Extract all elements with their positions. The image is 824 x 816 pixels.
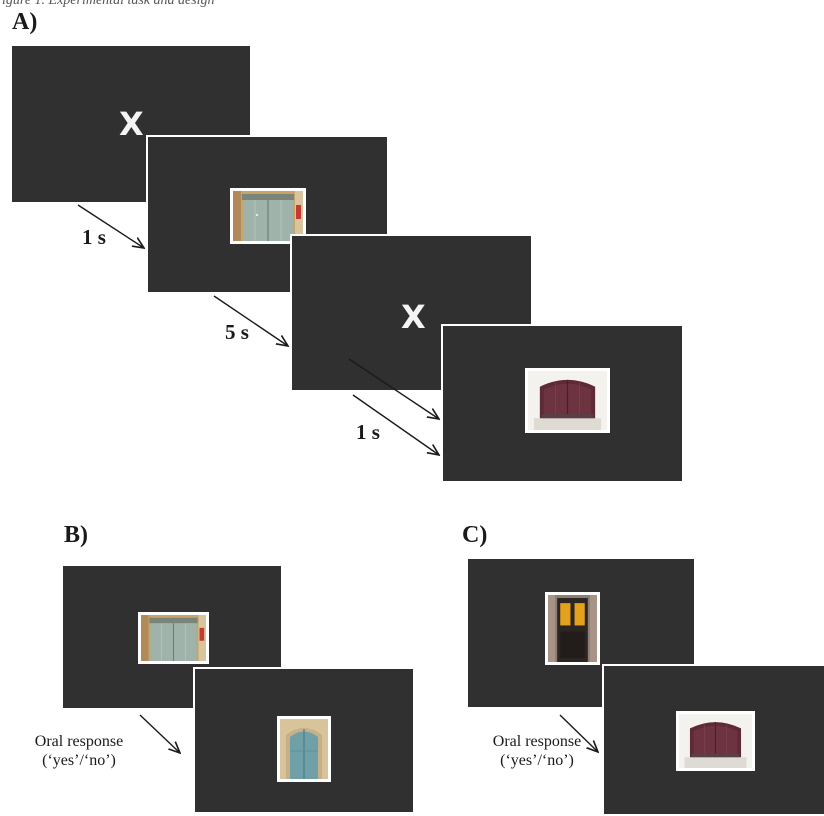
response-label-b: Oral response (‘yes’/‘no’)	[14, 732, 144, 770]
caption-fragment: igure 1. Experimental task and design	[2, 0, 215, 8]
stimulus-image-garage-door	[138, 612, 209, 664]
response-text-c: Oral response	[492, 733, 582, 750]
screen-fixation-1: X	[10, 44, 252, 204]
timing-label-2: 5 s	[225, 320, 249, 344]
response-options-b: (‘yes’/‘no’)	[42, 752, 116, 769]
panel-label-a: A)	[12, 9, 38, 35]
arrow-b	[139, 714, 180, 753]
screen-c-probe	[602, 664, 824, 816]
timing-label-1: 1 s	[82, 225, 106, 249]
fixation-cross: X	[119, 105, 144, 143]
panel-label-b: B)	[64, 522, 88, 548]
screen-b-probe	[193, 667, 415, 814]
stimulus-image-yellow-door	[545, 592, 600, 665]
screen-probe-1	[441, 324, 684, 483]
response-options-c: (‘yes’/‘no’)	[500, 752, 574, 769]
response-label-c: Oral response (‘yes’/‘no’)	[472, 732, 602, 770]
fixation-cross: X	[401, 298, 426, 336]
stimulus-image-garage-door	[230, 188, 306, 244]
probe-image-blue-door	[277, 716, 331, 782]
response-text-b: Oral response	[34, 733, 124, 750]
probe-image-maroon-door	[525, 368, 610, 433]
timing-label-3: 1 s	[356, 420, 380, 444]
probe-image-maroon-door	[676, 711, 755, 771]
panel-label-c: C)	[462, 522, 488, 548]
